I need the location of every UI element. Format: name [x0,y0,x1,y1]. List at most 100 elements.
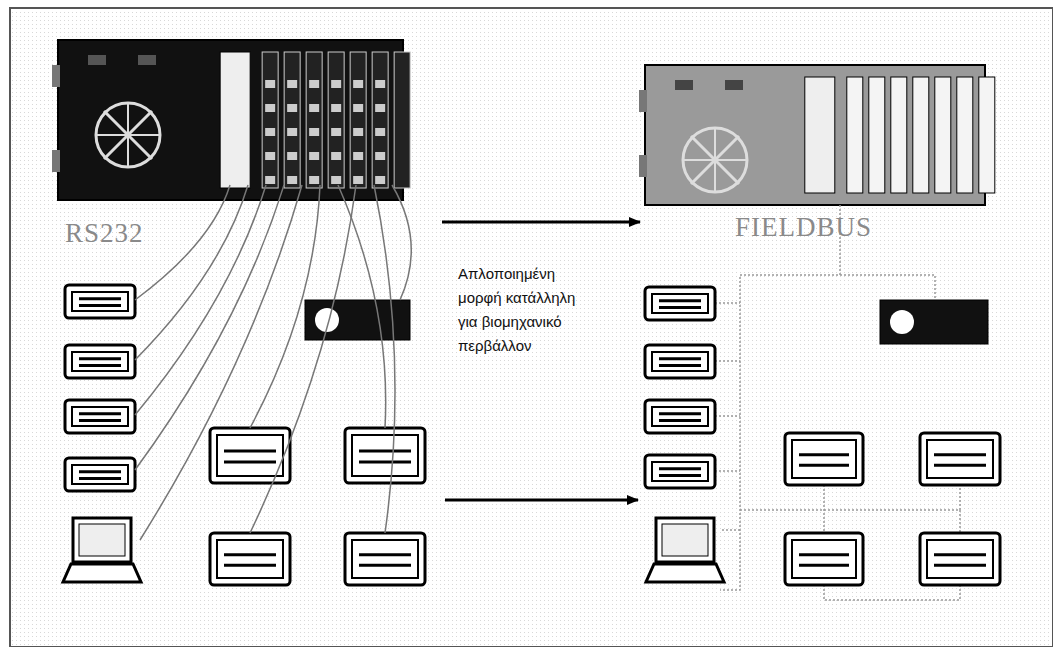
field-device [65,458,135,491]
fieldbus-line [824,585,960,600]
fan [683,128,747,192]
device-box [210,428,290,483]
device-line [224,564,276,567]
field-device [345,533,425,585]
connector-port [725,80,743,90]
computer-rack [52,40,410,200]
device-panel [72,465,128,484]
device-line [799,553,849,556]
device-panel [217,540,283,578]
device-body [305,300,410,340]
laptop [646,518,724,582]
device-body [880,300,988,344]
handle [52,65,60,87]
device-line [224,553,276,556]
port [287,104,297,112]
field-device [785,433,863,485]
field-device [210,428,290,483]
handle [639,90,647,112]
field-device [645,287,715,320]
note-text: Απλοποιημένη μορφή κατάλληλη για βιομηχα… [458,262,580,358]
field-device [785,533,863,585]
port [331,176,341,184]
fieldbus-line [740,485,960,533]
device-panel [352,540,418,578]
transition-arrow [445,499,638,502]
device-line [659,419,701,422]
device-panel [352,435,418,476]
drive-bay [220,52,250,188]
port [287,80,297,88]
device-box [920,433,1000,485]
device-panel [652,462,708,481]
port [353,104,363,112]
expansion-card [394,52,410,188]
port [265,104,275,112]
field-device [920,433,1000,485]
device-line [934,564,986,567]
expansion-card [913,77,929,193]
handle [639,155,647,177]
port [353,176,363,184]
laptop-keyboard [63,564,141,582]
laptop-display [662,524,708,556]
expansion-card [935,77,951,193]
device-box [65,285,135,318]
transition-arrow [442,221,640,224]
device-line [79,364,121,367]
device-panel [72,292,128,311]
device-line [659,299,701,302]
port [375,80,385,88]
connector-port [675,80,693,90]
device-panel [792,440,856,478]
connector-port [138,55,156,65]
device-box [345,428,425,483]
device-line [799,464,849,467]
field-device [645,400,715,433]
device-line [79,477,121,480]
fan [96,103,160,167]
expansion-card [350,52,366,188]
expansion-card [306,52,322,188]
port [265,176,275,184]
black-device [880,300,988,344]
device-line [79,412,121,415]
device-line [359,553,411,556]
device-dial [890,310,914,334]
device-line [224,450,276,453]
rs232-cable [250,185,356,533]
handle [52,150,60,172]
computer-rack [639,65,995,205]
field-device [645,345,715,378]
laptop-display [79,524,125,556]
device-line [359,564,411,567]
port [265,128,275,136]
device-panel [652,352,708,371]
device-line [79,297,121,300]
port [309,80,319,88]
device-panel [927,440,993,478]
rs232-cable [140,185,302,540]
device-box [785,533,863,585]
device-line [359,450,411,453]
expansion-card [979,77,995,193]
fieldbus-line [715,303,740,471]
port [309,104,319,112]
device-box [65,458,135,491]
rs232-cable [392,185,411,300]
expansion-card [284,52,300,188]
connector-port [88,55,106,65]
port [353,128,363,136]
port [353,152,363,160]
expansion-card [847,77,863,193]
device-line [799,564,849,567]
port [265,152,275,160]
rs232-cable [135,185,266,415]
port [309,128,319,136]
expansion-card [869,77,885,193]
device-box [65,345,135,378]
device-line [659,474,701,477]
device-box [645,287,715,320]
device-line [659,306,701,309]
expansion-card [328,52,344,188]
